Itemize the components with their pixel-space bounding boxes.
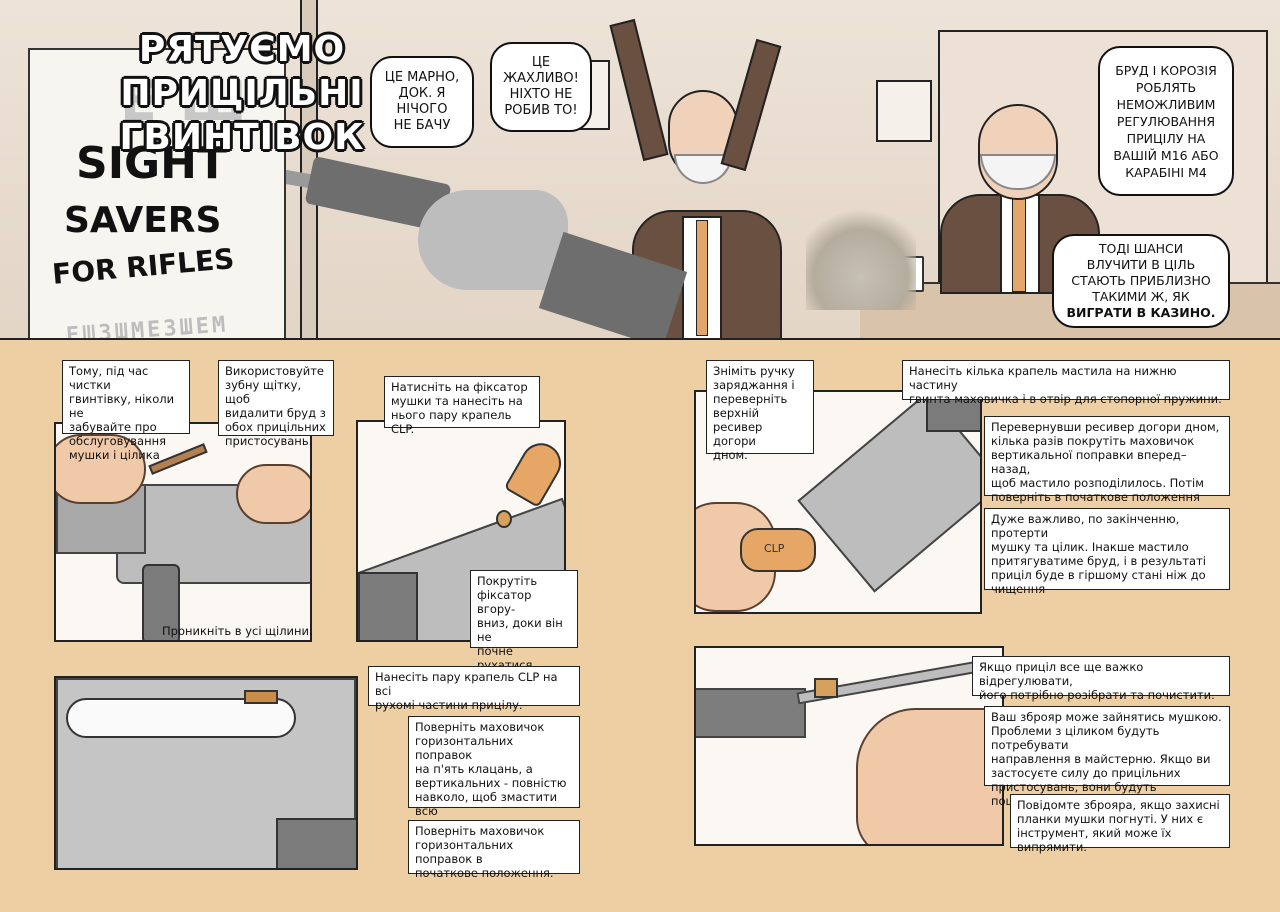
page-title-line-1: РЯТУЄМО ПРИЦІЛЬНІ: [120, 29, 364, 114]
bubble-doctor-shocked: ЦЕ ЖАХЛИВО! НІХТО НЕ РОБИВ ТО!: [490, 42, 592, 132]
step9-note: Перевернувши ресивер догори дном, кілька…: [984, 416, 1230, 504]
comic-top-band: Е Ш SIGHT SAVERS FOR RIFLES ЕШЗШМЕЗШЕМ Р…: [0, 0, 1280, 340]
step2-note: Використовуйте зубну щітку, щоб видалити…: [218, 360, 334, 448]
bubble-rifle: ЦЕ МАРНО, ДОК. Я НІЧОГО НЕ БАЧУ: [370, 56, 474, 148]
bubble-chances-bold: ВИГРАТИ В КАЗИНО.: [1066, 305, 1216, 320]
bubble-doctor-chances: ТОДІ ШАНСИ ВЛУЧИТИ В ЦІЛЬ СТАЮТЬ ПРИБЛИЗ…: [1052, 234, 1230, 328]
bubble-chances-text: ТОДІ ШАНСИ ВЛУЧИТИ В ЦІЛЬ СТАЮТЬ ПРИБЛИЗ…: [1071, 241, 1211, 304]
clp-bottle-label: CLP: [764, 542, 785, 555]
step4-note: Нанесіть пару крапель CLP на всі рухомі …: [368, 666, 580, 712]
illustration-rear-sight: [54, 676, 358, 870]
wall-certificate: [876, 80, 932, 142]
illustration-barrel-pointing: [694, 646, 1004, 846]
step11-note: Якщо приціл все ще важко відрегулювати, …: [972, 656, 1230, 702]
step10-note: Дуже важливо, по закінченню, протерти му…: [984, 508, 1230, 596]
step1-caption: Проникніть в усі щілини.: [162, 624, 313, 638]
step3-note: Натисніть на фіксатор мушки та нанесіть …: [384, 376, 540, 436]
step7-note: Зніміть ручку заряджання і переверніть в…: [706, 360, 814, 462]
eye-chart-top-letters: Е Ш: [120, 70, 249, 133]
sign-line-sight: SIGHT: [76, 138, 228, 189]
step1-note: Тому, під час чистки гвинтівку, ніколи н…: [62, 360, 190, 462]
rifle-character: [248, 155, 688, 338]
bubble-doctor-explains: БРУД І КОРОЗІЯ РОБЛЯТЬ НЕМОЖЛИВИМ РЕГУЛЮ…: [1098, 46, 1234, 196]
step8-note: Нанесіть кілька крапель мастила на нижню…: [902, 360, 1230, 406]
page-title-line-2: ГВИНТІВОК: [119, 117, 365, 158]
step5-note: Поверніть маховичок горизонтальних попра…: [408, 716, 580, 832]
eye-chart-sign: Е Ш SIGHT SAVERS FOR RIFLES ЕШЗШМЕЗШЕМ: [28, 48, 286, 340]
plant: [806, 200, 916, 310]
step6-note: Поверніть маховичок горизонтальних попра…: [408, 820, 580, 880]
doctor-calm-figure: [940, 84, 1110, 294]
page-title: РЯТУЄМО ПРИЦІЛЬНІ ГВИНТІВОК: [42, 28, 442, 160]
step12-note: Ваш зброяр може зайнятись мушкою. Пробле…: [984, 706, 1230, 808]
step13-note: Повідомте зброяра, якщо захисні планки м…: [1010, 794, 1230, 854]
sign-line-for-rifles: FOR RIFLES: [50, 242, 236, 291]
step3-sub-note: Покрутіть фіксатор вгору- вниз, доки він…: [470, 570, 578, 686]
illustration-toothbrush: [54, 422, 312, 642]
eye-chart-bottom-letters: ЕШЗШМЕЗШЕМ: [65, 312, 230, 340]
sign-line-savers: SAVERS: [64, 200, 222, 241]
